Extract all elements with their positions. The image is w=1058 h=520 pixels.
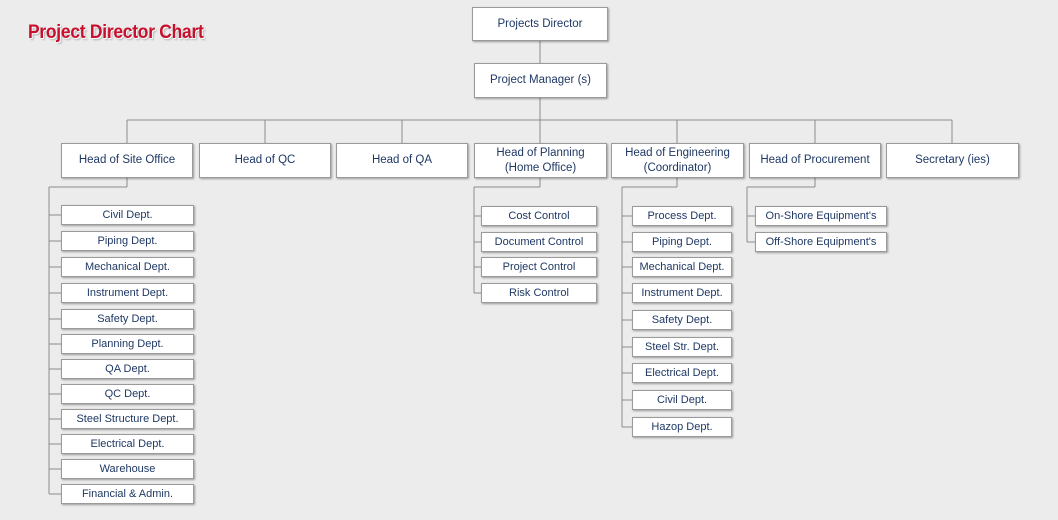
planning-dept-risk-control[interactable]: Risk Control bbox=[481, 283, 597, 303]
site-dept-warehouse[interactable]: Warehouse bbox=[61, 459, 194, 479]
node-head-procurement[interactable]: Head of Procurement bbox=[749, 143, 881, 178]
site-dept-qc[interactable]: QC Dept. bbox=[61, 384, 194, 404]
eng-dept-steel-str[interactable]: Steel Str. Dept. bbox=[632, 337, 732, 357]
site-dept-qa[interactable]: QA Dept. bbox=[61, 359, 194, 379]
eng-dept-process[interactable]: Process Dept. bbox=[632, 206, 732, 226]
eng-dept-safety[interactable]: Safety Dept. bbox=[632, 310, 732, 330]
eng-dept-civil[interactable]: Civil Dept. bbox=[632, 390, 732, 410]
eng-dept-hazop[interactable]: Hazop Dept. bbox=[632, 417, 732, 437]
node-head-qa[interactable]: Head of QA bbox=[336, 143, 468, 178]
node-head-site-office[interactable]: Head of Site Office bbox=[61, 143, 193, 178]
node-secretary[interactable]: Secretary (ies) bbox=[886, 143, 1019, 178]
chart-title: Project Director Chart bbox=[28, 22, 204, 43]
site-dept-piping[interactable]: Piping Dept. bbox=[61, 231, 194, 251]
eng-dept-mechanical[interactable]: Mechanical Dept. bbox=[632, 257, 732, 277]
eng-dept-electrical[interactable]: Electrical Dept. bbox=[632, 363, 732, 383]
proc-dept-onshore[interactable]: On-Shore Equipment's bbox=[755, 206, 887, 226]
planning-dept-project-control[interactable]: Project Control bbox=[481, 257, 597, 277]
site-dept-planning[interactable]: Planning Dept. bbox=[61, 334, 194, 354]
planning-dept-cost-control[interactable]: Cost Control bbox=[481, 206, 597, 226]
node-head-qc[interactable]: Head of QC bbox=[199, 143, 331, 178]
site-dept-mechanical[interactable]: Mechanical Dept. bbox=[61, 257, 194, 277]
site-dept-safety[interactable]: Safety Dept. bbox=[61, 309, 194, 329]
node-head-engineering[interactable]: Head of Engineering (Coordinator) bbox=[611, 143, 744, 178]
site-dept-steel-structure[interactable]: Steel Structure Dept. bbox=[61, 409, 194, 429]
site-dept-financial-admin[interactable]: Financial & Admin. bbox=[61, 484, 194, 504]
eng-dept-piping[interactable]: Piping Dept. bbox=[632, 232, 732, 252]
eng-dept-instrument[interactable]: Instrument Dept. bbox=[632, 283, 732, 303]
site-dept-civil[interactable]: Civil Dept. bbox=[61, 205, 194, 225]
planning-dept-document-control[interactable]: Document Control bbox=[481, 232, 597, 252]
site-dept-electrical[interactable]: Electrical Dept. bbox=[61, 434, 194, 454]
node-project-manager[interactable]: Project Manager (s) bbox=[474, 63, 607, 98]
site-dept-instrument[interactable]: Instrument Dept. bbox=[61, 283, 194, 303]
node-projects-director[interactable]: Projects Director bbox=[472, 7, 608, 41]
proc-dept-offshore[interactable]: Off-Shore Equipment's bbox=[755, 232, 887, 252]
node-head-planning[interactable]: Head of Planning (Home Office) bbox=[474, 143, 607, 178]
